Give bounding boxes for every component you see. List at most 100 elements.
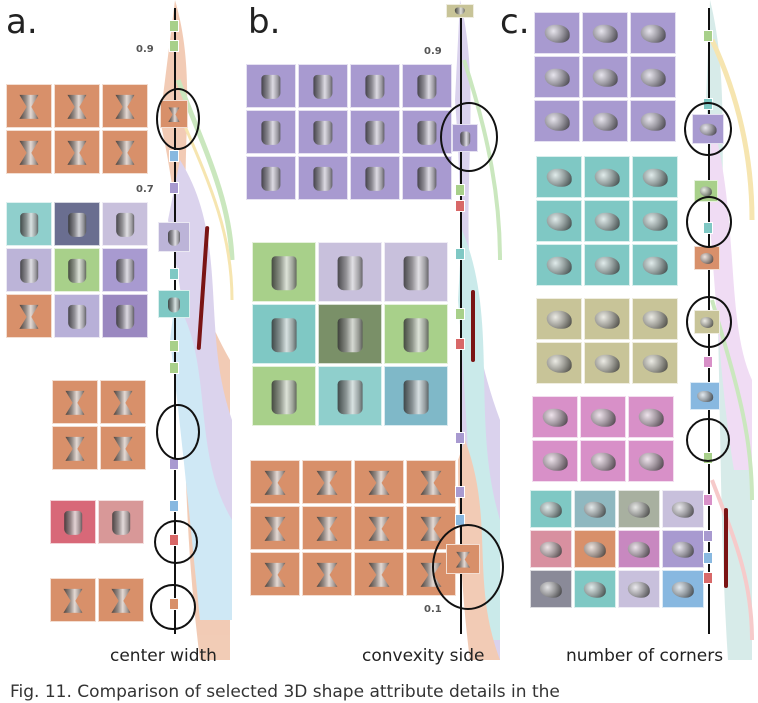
axis-node-marker[interactable] [455,432,465,444]
shape-thumbnail[interactable] [534,100,580,142]
shape-thumbnail[interactable] [582,12,628,54]
shape-thumbnail[interactable] [402,156,452,200]
shape-thumbnail[interactable] [618,570,660,608]
shape-thumbnail[interactable] [102,248,148,292]
shape-thumbnail[interactable] [574,490,616,528]
shape-thumbnail[interactable] [52,380,98,424]
shape-thumbnail[interactable] [54,84,100,128]
shape-thumbnail[interactable] [318,304,382,364]
shape-thumbnail[interactable] [250,552,300,596]
shape-thumbnail[interactable] [54,202,100,246]
shape-thumbnail[interactable] [54,130,100,174]
shape-thumbnail[interactable] [384,304,448,364]
axis-node-marker[interactable] [703,30,713,42]
shape-thumbnail[interactable] [632,244,678,286]
panel-c-cluster-1[interactable] [534,12,676,142]
shape-thumbnail[interactable] [6,294,52,338]
panel-c-cluster-5[interactable] [530,490,704,608]
shape-thumbnail[interactable] [354,552,404,596]
shape-thumbnail[interactable] [536,244,582,286]
shape-thumbnail[interactable] [50,578,96,622]
panel-a-cluster-3[interactable] [52,380,146,470]
axis-node-marker[interactable] [455,184,465,196]
shape-thumbnail[interactable] [318,366,382,426]
axis-node-marker[interactable] [169,268,179,280]
shape-thumbnail[interactable] [632,298,678,340]
shape-thumbnail[interactable] [354,506,404,550]
shape-thumbnail[interactable] [102,202,148,246]
shape-thumbnail[interactable] [584,342,630,384]
axis-node-marker[interactable] [169,40,179,52]
shape-thumbnail[interactable] [406,460,456,504]
axis-representative-thumbnail[interactable] [446,4,474,18]
shape-thumbnail[interactable] [318,242,382,302]
shape-thumbnail[interactable] [54,248,100,292]
shape-thumbnail[interactable] [402,64,452,108]
shape-thumbnail[interactable] [102,294,148,338]
shape-thumbnail[interactable] [50,500,96,544]
shape-thumbnail[interactable] [536,298,582,340]
shape-thumbnail[interactable] [98,578,144,622]
axis-node-marker[interactable] [455,248,465,260]
shape-thumbnail[interactable] [628,440,674,482]
shape-thumbnail[interactable] [632,156,678,198]
axis-representative-thumbnail[interactable] [158,290,190,318]
shape-thumbnail[interactable] [584,156,630,198]
panel-c-cluster-3[interactable] [536,298,678,384]
shape-thumbnail[interactable] [384,366,448,426]
shape-thumbnail[interactable] [662,530,704,568]
shape-thumbnail[interactable] [632,200,678,242]
axis-node-marker[interactable] [455,308,465,320]
axis-node-marker[interactable] [455,200,465,212]
shape-thumbnail[interactable] [630,100,676,142]
shape-thumbnail[interactable] [628,396,674,438]
axis-node-marker[interactable] [169,340,179,352]
axis-node-marker[interactable] [703,572,713,584]
shape-thumbnail[interactable] [6,202,52,246]
shape-thumbnail[interactable] [632,342,678,384]
shape-thumbnail[interactable] [536,200,582,242]
shape-thumbnail[interactable] [246,110,296,154]
shape-thumbnail[interactable] [302,506,352,550]
shape-thumbnail[interactable] [102,130,148,174]
shape-thumbnail[interactable] [574,530,616,568]
shape-thumbnail[interactable] [534,12,580,54]
shape-thumbnail[interactable] [530,530,572,568]
shape-thumbnail[interactable] [302,460,352,504]
shape-thumbnail[interactable] [102,84,148,128]
shape-thumbnail[interactable] [246,156,296,200]
panel-a-cluster-2[interactable] [6,202,148,338]
shape-thumbnail[interactable] [536,156,582,198]
shape-thumbnail[interactable] [298,156,348,200]
shape-thumbnail[interactable] [298,64,348,108]
shape-thumbnail[interactable] [530,490,572,528]
shape-thumbnail[interactable] [252,304,316,364]
panel-c-cluster-4[interactable] [532,396,674,482]
shape-thumbnail[interactable] [532,396,578,438]
shape-thumbnail[interactable] [584,298,630,340]
shape-thumbnail[interactable] [530,570,572,608]
shape-thumbnail[interactable] [574,570,616,608]
shape-thumbnail[interactable] [584,244,630,286]
panel-a-cluster-5[interactable] [50,578,144,622]
panel-a-cluster-1[interactable] [6,84,148,174]
shape-thumbnail[interactable] [582,100,628,142]
shape-thumbnail[interactable] [354,460,404,504]
shape-thumbnail[interactable] [536,342,582,384]
shape-thumbnail[interactable] [534,56,580,98]
shape-thumbnail[interactable] [252,242,316,302]
shape-thumbnail[interactable] [618,530,660,568]
shape-thumbnail[interactable] [350,156,400,200]
shape-thumbnail[interactable] [100,380,146,424]
shape-thumbnail[interactable] [6,248,52,292]
shape-thumbnail[interactable] [302,552,352,596]
shape-thumbnail[interactable] [662,490,704,528]
axis-node-marker[interactable] [455,486,465,498]
shape-thumbnail[interactable] [250,460,300,504]
panel-a-cluster-4[interactable] [50,500,144,544]
shape-thumbnail[interactable] [246,64,296,108]
axis-node-marker[interactable] [703,494,713,506]
panel-b-cluster-2[interactable] [252,242,448,426]
axis-node-marker[interactable] [703,552,713,564]
axis-representative-thumbnail[interactable] [158,222,190,252]
